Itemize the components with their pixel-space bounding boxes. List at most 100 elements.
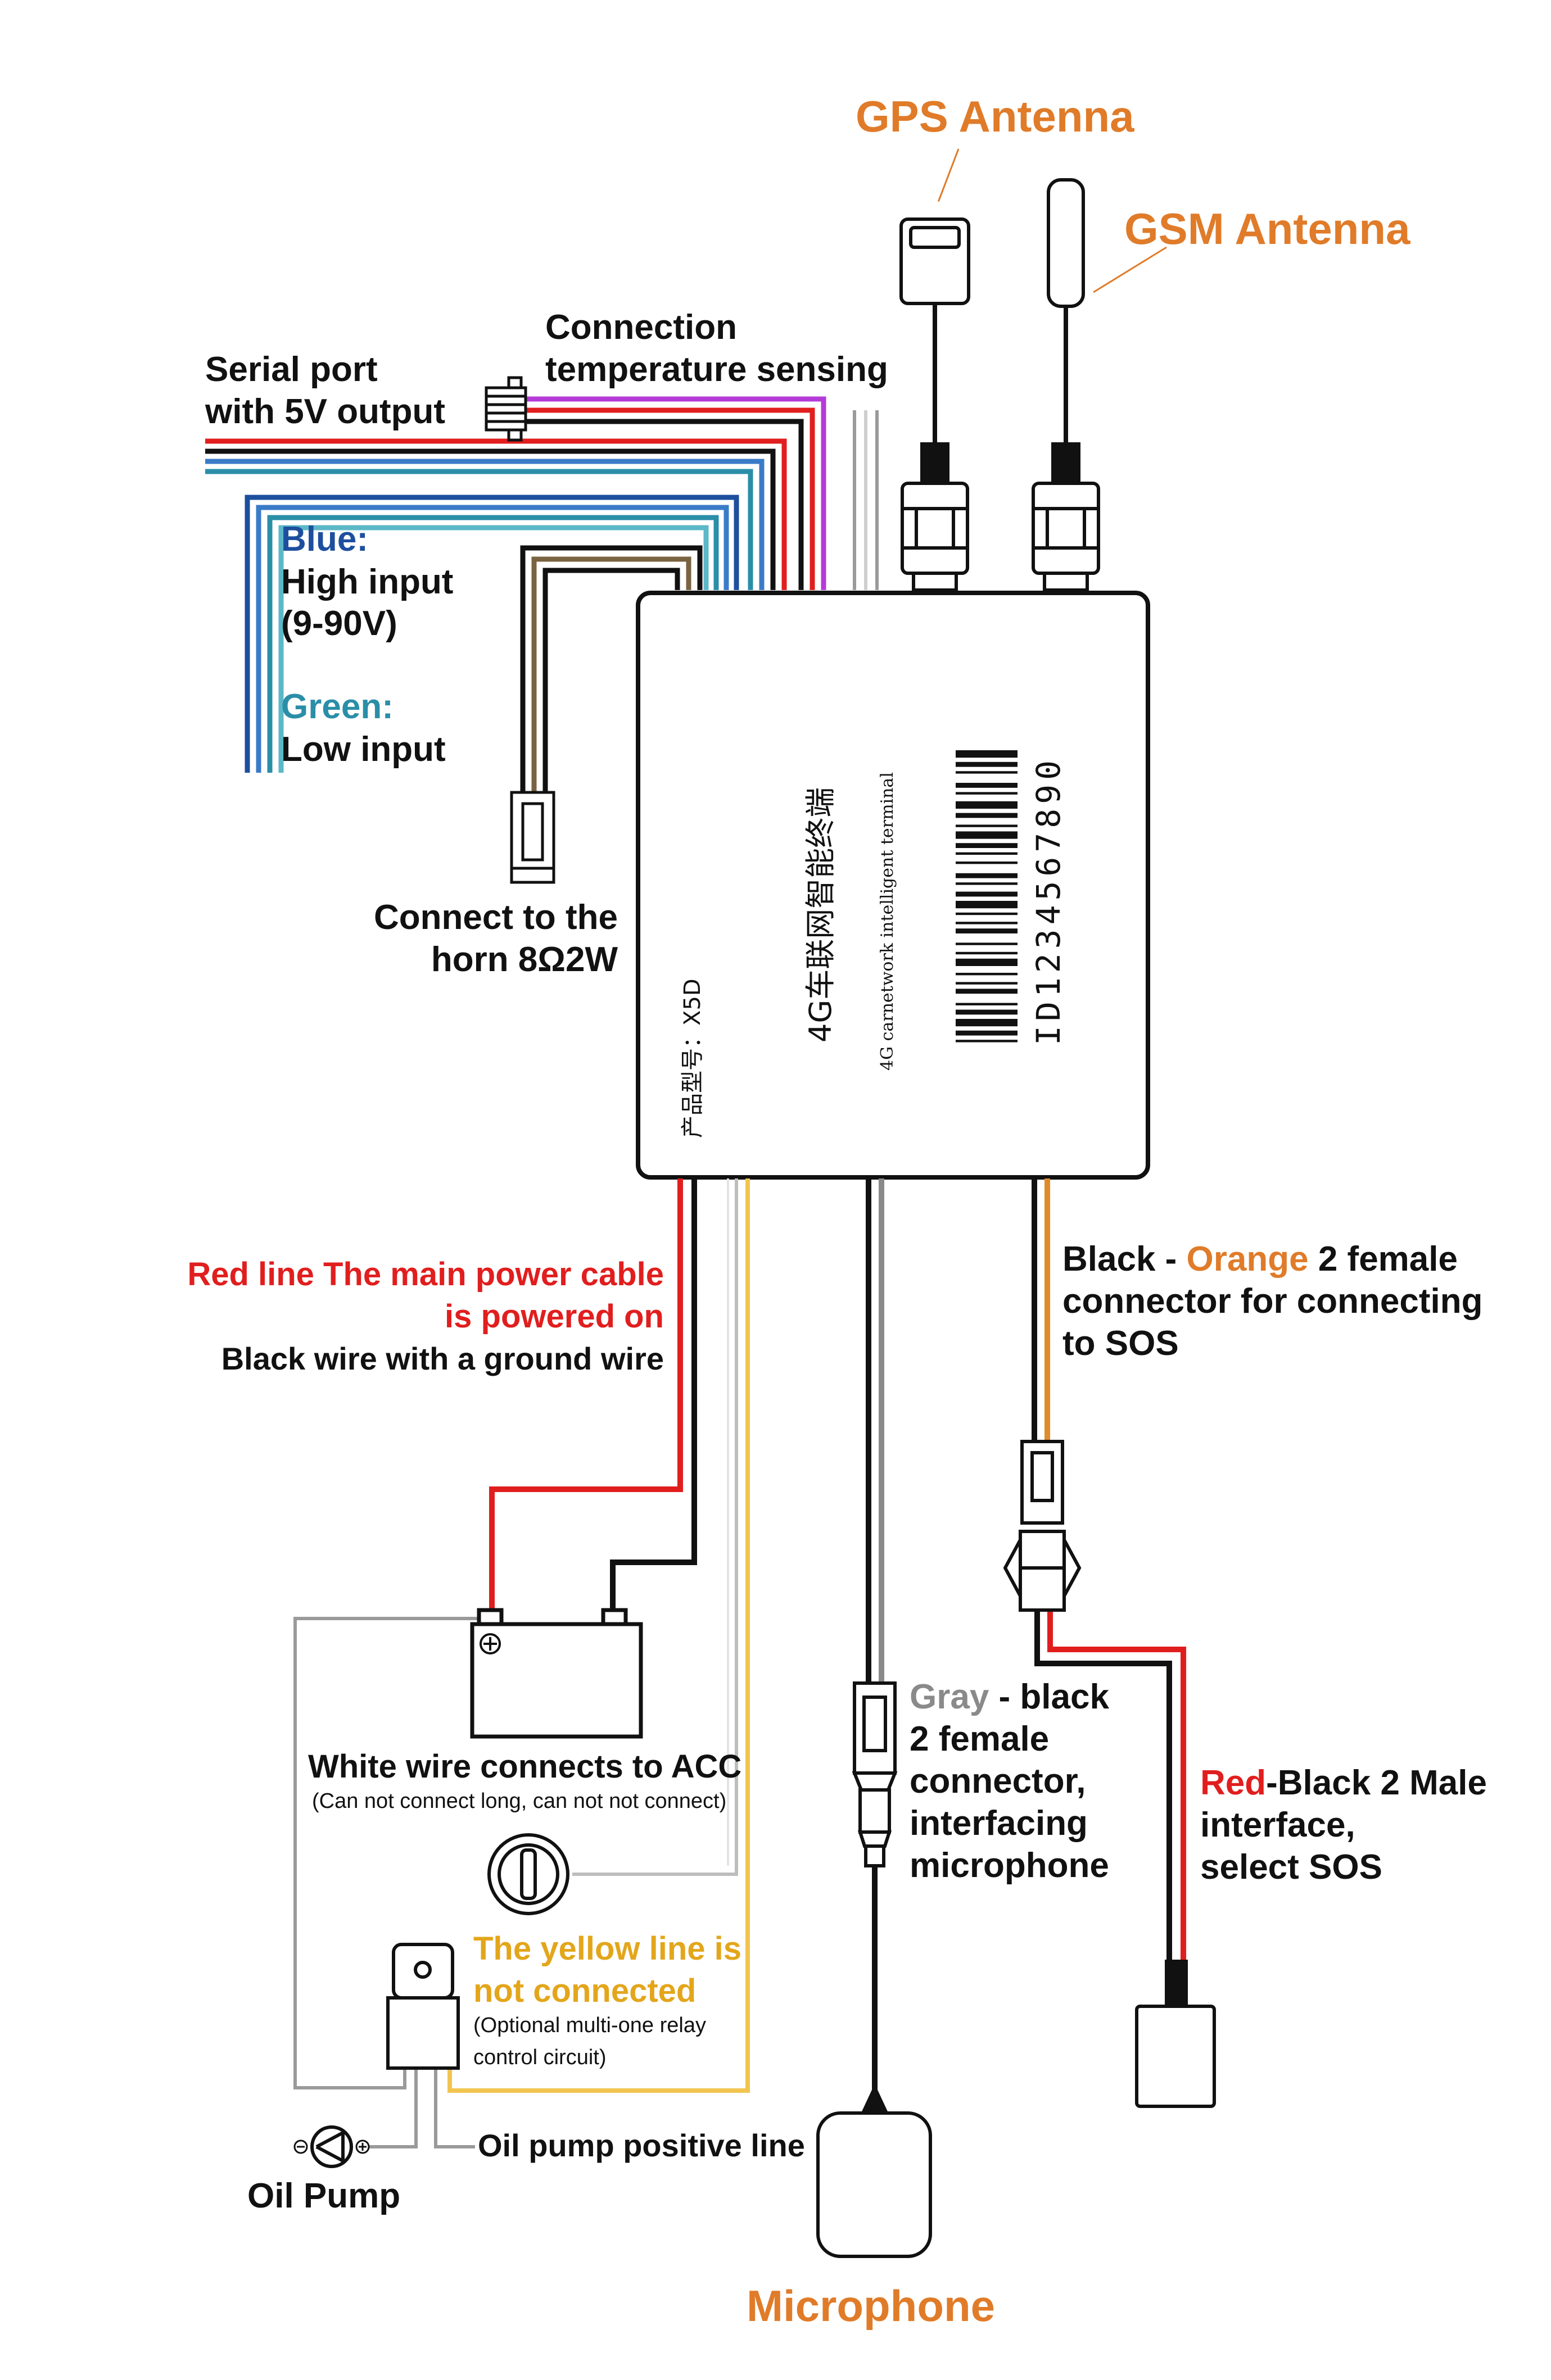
sos-button-icon — [1135, 1960, 1216, 2108]
mic-connector-label-2: 2 female — [910, 1720, 1050, 1758]
wire-ground-black — [610, 1178, 697, 1613]
barcode-bar — [956, 1030, 1018, 1036]
microphone-label: Microphone — [747, 2281, 995, 2331]
device-title-en: 4G carnetwork intelligent terminal — [878, 772, 897, 1071]
wire-black-serial — [205, 448, 776, 590]
blue-line-1: High input — [281, 563, 454, 601]
barcode-bar — [956, 801, 1018, 809]
green-title: Green: — [281, 687, 394, 726]
wire-acc-white — [572, 1178, 738, 1876]
mic-connector-label-1: Gray - black — [910, 1678, 1109, 1716]
wire-sosbtn-black — [1034, 1607, 1172, 1973]
temp-label-2: temperature sensing — [545, 350, 888, 389]
wire-horn-black2 — [542, 568, 680, 804]
microphone-icon — [816, 2083, 932, 2258]
wire-pump-pos — [434, 2068, 475, 2148]
oil-pump-label: Oil Pump — [247, 2177, 401, 2215]
barcode-bar — [956, 973, 1018, 976]
sos-female-connector — [1003, 1440, 1082, 1612]
horn-connector — [510, 791, 555, 884]
barcode-bar — [956, 761, 1018, 767]
wire-blue-high-b — [256, 505, 729, 773]
wire-red-temp — [523, 407, 815, 590]
sos-button-label-3: select SOS — [1200, 1848, 1382, 1887]
barcode-bar — [956, 922, 1018, 924]
mic-connector-label-3: connector, — [910, 1762, 1086, 1801]
wire-horn-brown — [531, 556, 691, 804]
gsm-leader-line — [1093, 246, 1167, 293]
barcode-bar — [956, 958, 1018, 966]
barcode — [956, 750, 1018, 1042]
sos-connector-label-3: to SOS — [1062, 1324, 1179, 1363]
barcode-bar — [956, 824, 1018, 827]
oil-positive-label: Oil pump positive line — [478, 2128, 805, 2163]
temp-label-1: Connection — [545, 308, 737, 347]
green-line-1: Low input — [281, 730, 446, 769]
wire-black-temp — [523, 419, 804, 590]
barcode-bar — [956, 862, 1018, 864]
device-body — [636, 591, 1150, 1180]
bottom-wires — [293, 1178, 1186, 2148]
gps-antenna-icon — [899, 217, 970, 592]
temperature-connector — [485, 376, 527, 442]
wire-teal-low-a — [267, 515, 719, 773]
relay-label-2: control circuit) — [473, 2046, 607, 2069]
barcode-bar — [956, 792, 1018, 795]
wire-teal-serial — [205, 469, 753, 590]
wire-teal-low-b — [278, 525, 709, 773]
barcode-bar — [956, 1003, 1018, 1005]
ignition-key-icon — [487, 1833, 569, 1915]
barcode-bar — [956, 1040, 1018, 1042]
barcode-bar — [956, 771, 1018, 774]
wire-red-serial — [205, 438, 787, 590]
sos-button-label-2: interface, — [1200, 1806, 1355, 1844]
barcode-bar — [956, 843, 1018, 848]
barcode-bar — [956, 989, 1018, 994]
gps-antenna-label: GPS Antenna — [856, 92, 1134, 141]
barcode-bar — [956, 831, 1018, 839]
device-model: 产品型号：X5D — [680, 978, 706, 1138]
barcode-bar — [956, 1019, 1018, 1027]
serial-label-2: with 5V output — [205, 392, 446, 431]
wire-blue-serial — [205, 459, 765, 590]
yellow-label-1: The yellow line is — [473, 1930, 742, 1967]
barcode-bar — [956, 750, 1018, 758]
wire-relay-gray — [293, 1617, 483, 2089]
blue-line-2: (9-90V) — [281, 604, 397, 643]
wire-pump-neg — [365, 2068, 418, 2148]
barcode-bar — [956, 951, 1018, 955]
sos-button-label-1: Red-Black 2 Male — [1200, 1764, 1487, 1802]
wire-blue-high-a — [245, 495, 739, 773]
wire-horn-black — [520, 545, 703, 804]
barcode-bar — [956, 928, 1018, 933]
yellow-label-2: not connected — [473, 1973, 697, 2009]
battery-icon — [470, 1608, 643, 1739]
relay-icon — [386, 1943, 460, 2070]
serial-label-1: Serial port — [205, 350, 378, 389]
wire-sosbtn-red — [1047, 1607, 1186, 1973]
barcode-bar — [956, 783, 1018, 788]
sos-connector-label-1: Black - Orange 2 female — [1062, 1240, 1458, 1279]
blue-title: Blue: — [281, 520, 368, 559]
barcode-bar — [956, 882, 1018, 885]
oil-pump-icon — [293, 2125, 370, 2168]
ground-label: Black wire with a ground wire — [221, 1341, 664, 1376]
acc-label-2: (Can not connect long, can not not conne… — [312, 1789, 727, 1813]
top-wire-bundle — [205, 396, 879, 804]
relay-label-1: (Optional multi-one relay — [473, 2014, 706, 2037]
barcode-bar — [956, 982, 1018, 985]
device-id: ID1234567890 — [1029, 756, 1068, 1045]
power-label-2: is powered on — [445, 1298, 664, 1335]
gps-leader-line — [937, 148, 960, 202]
sos-connector-label-2: connector for connecting — [1062, 1282, 1483, 1321]
barcode-bar — [956, 813, 1018, 818]
power-label-1: Red line The main power cable — [187, 1256, 664, 1293]
barcode-bar — [956, 901, 1018, 909]
barcode-bar — [956, 1009, 1018, 1015]
horn-label-2: horn 8Ω2W — [431, 940, 618, 979]
barcode-bar — [956, 912, 1018, 915]
barcode-bar — [956, 873, 1018, 878]
acc-label-1: White wire connects to ACC — [308, 1748, 742, 1785]
barcode-bar — [956, 891, 1018, 897]
